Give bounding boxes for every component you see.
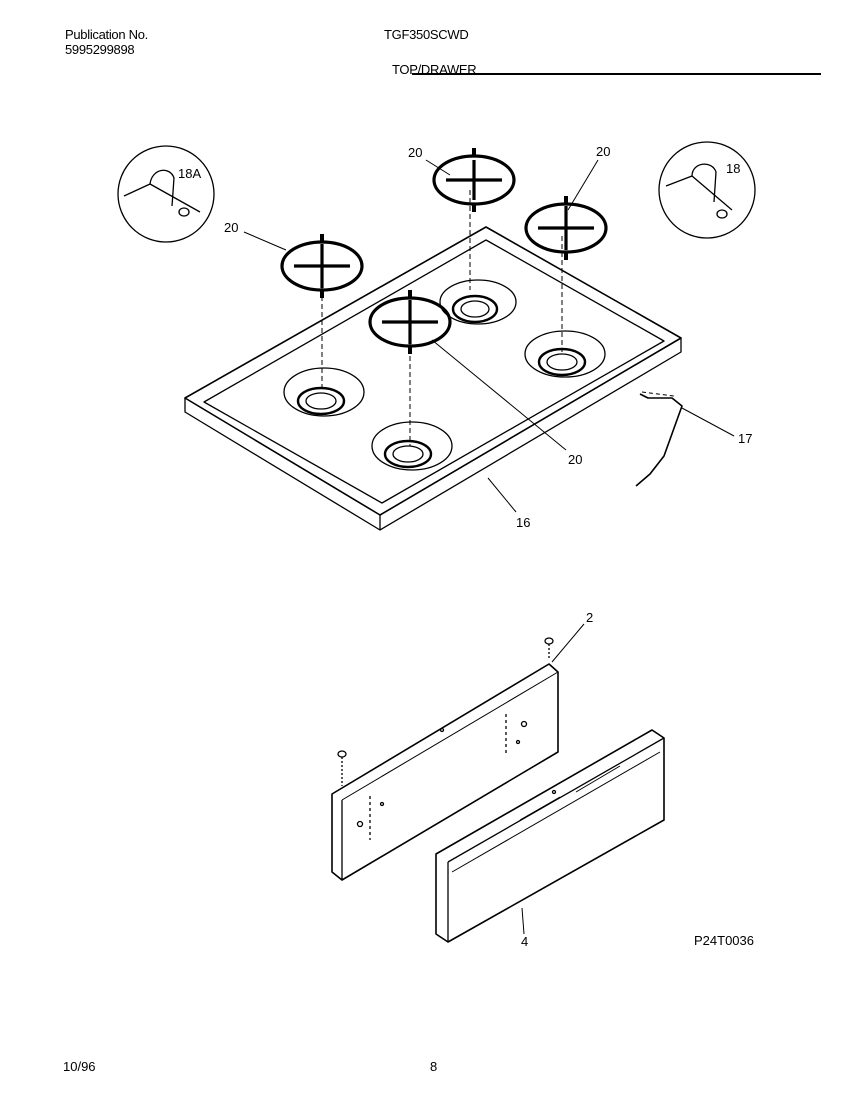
footer-date: 10/96 xyxy=(63,1059,96,1074)
burner-bowl-back-left xyxy=(439,279,517,325)
grate-back-right xyxy=(524,196,608,260)
header-rule xyxy=(412,73,821,75)
callout-drawer-front: 4 xyxy=(521,934,528,949)
screw-left xyxy=(337,750,347,786)
leader-lines-bottom xyxy=(521,623,585,935)
callout-grate-back-left: 20 xyxy=(408,145,422,160)
callout-bracket-right: 18 xyxy=(726,161,740,176)
burner-bowl-front-left xyxy=(283,367,365,417)
callout-bracket-left: 18A xyxy=(178,166,201,181)
callout-screw: 2 xyxy=(586,610,593,625)
drawer-back-panel xyxy=(331,663,559,881)
leader-lines-top xyxy=(243,159,735,513)
burner-bowl-back-right xyxy=(524,330,606,378)
cooktop-panel xyxy=(184,226,682,531)
grate-front-right xyxy=(368,290,452,354)
callout-grate-front-right: 20 xyxy=(568,452,582,467)
support-rod xyxy=(635,393,683,487)
diagram-code: P24T0036 xyxy=(694,933,754,948)
bracket-detail-left xyxy=(117,145,215,243)
burner-bowl-front-right xyxy=(371,421,453,471)
grate-back-left xyxy=(432,148,516,212)
callout-grate-back-right: 20 xyxy=(596,144,610,159)
callout-grate-front-left: 20 xyxy=(224,220,238,235)
publication-number: 5995299898 xyxy=(65,42,135,57)
publication-label: Publication No. xyxy=(65,27,148,42)
drawer-front xyxy=(435,729,665,943)
bracket-detail-right xyxy=(658,141,756,239)
model-number: TGF350SCWD xyxy=(384,27,469,42)
screw-top xyxy=(544,637,554,660)
page-number: 8 xyxy=(430,1059,438,1074)
callout-rod: 17 xyxy=(738,431,752,446)
callout-cooktop: 16 xyxy=(516,515,530,530)
grate-front-left xyxy=(280,234,364,298)
